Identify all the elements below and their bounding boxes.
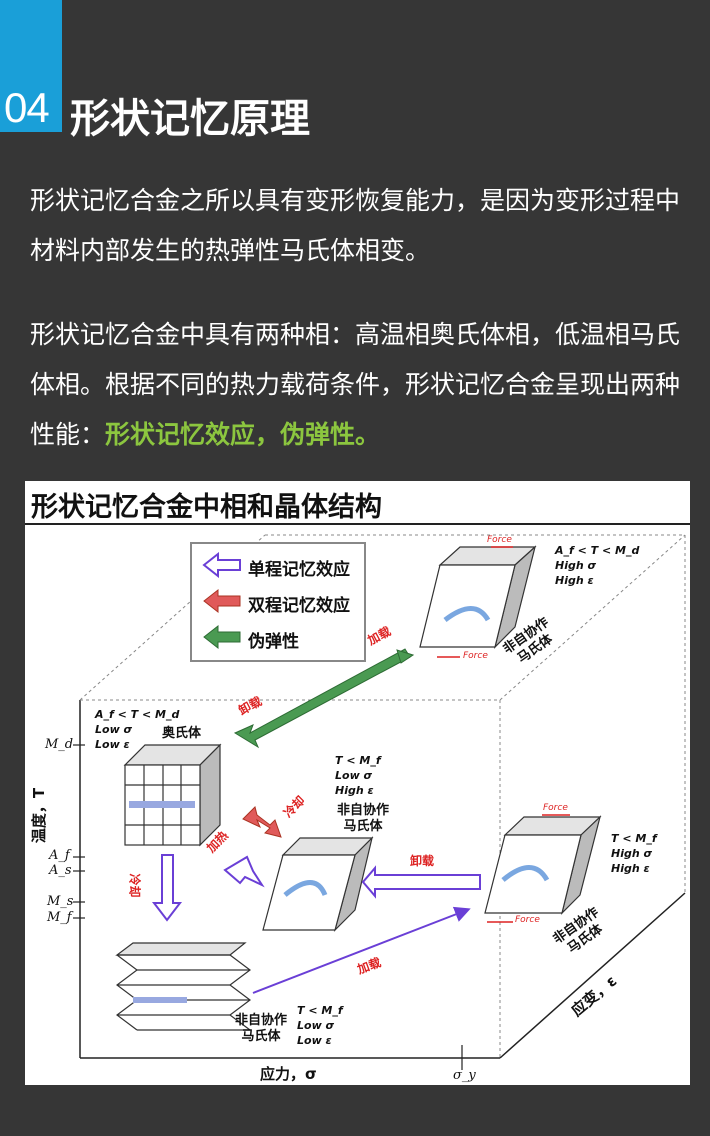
one-way-arrows [151,854,481,994]
highlight-properties: 形状记忆效应，伪弹性。 [105,420,381,449]
label-cool-left: 冷却 [127,873,142,898]
y-axis-label: 温度，T [30,787,49,844]
phase-diagram: 单程记忆效应 双程记忆效应 伪弹性 奥氏体 非自协作 马氏体 非自协作 马氏体 … [25,525,690,1085]
tick-md: M_d [45,737,74,752]
mid-martensite-cube [262,836,374,933]
tick-mf: M_f [47,910,72,925]
legend-label-pseudoelastic: 伪弹性 [248,632,299,652]
legend-item-one-way: 单程记忆效应 [202,552,362,582]
paragraph-phases-text: 形状记忆合金中具有两种相：高温相奥氏体相，低温相马氏体相。根据不同的热力载荷条件… [30,320,681,449]
y-ticks [73,744,463,1070]
paragraph-intro: 形状记忆合金之所以具有变形恢复能力，是因为变形过程中材料内部发生的热弹性马氏体相… [30,186,681,265]
top-martensite-cube [419,545,537,649]
right-martensite-cube [484,815,602,915]
tick-af: A_f [49,848,70,863]
legend-item-pseudoelastic: 伪弹性 [202,624,362,654]
pseudoelastic-arrow [233,648,415,749]
legend-label-two-way: 双程记忆效应 [248,596,350,616]
label-unload-mid: 卸载 [410,854,435,868]
tick-as: A_s [49,863,72,878]
diagram-title-bar: 形状记忆合金中相和晶体结构 [25,481,690,525]
force-arrows [437,546,570,923]
force-label-right: Force [543,803,568,813]
section-title: 形状记忆原理 [70,96,310,142]
twinned-martensite-cube [115,942,251,1031]
tick-ms: M_s [47,894,74,909]
force-label-top: Force [487,535,512,545]
paragraph-phases: 形状记忆合金中具有两种相：高温相奥氏体相，低温相马氏体相。根据不同的热力载荷条件… [30,310,690,460]
label-bottom-martensite: 非自协作 马氏体 [235,1013,288,1044]
section-number: 04 [4,84,50,131]
label-austenite: 奥氏体 [162,726,202,741]
x-axis-label: 应力，σ [260,1065,317,1083]
austenite-cube [123,743,222,847]
force-label-right-bottom: Force [515,915,540,925]
axes-box [79,534,686,1059]
section-accent-tab [0,0,62,132]
two-way-arrow [242,806,282,838]
legend-label-one-way: 单程记忆效应 [248,560,350,580]
force-label-top-bottom: Force [463,651,488,661]
diagram-title: 形状记忆合金中相和晶体结构 [31,492,382,523]
diagram-drawing [73,534,686,1070]
label-mid-martensite: 非自协作 马氏体 [337,803,390,834]
sigma-y-label: σ_y [453,1068,476,1083]
legend-item-two-way: 双程记忆效应 [202,588,362,618]
legend: 单程记忆效应 双程记忆效应 伪弹性 [190,542,366,662]
